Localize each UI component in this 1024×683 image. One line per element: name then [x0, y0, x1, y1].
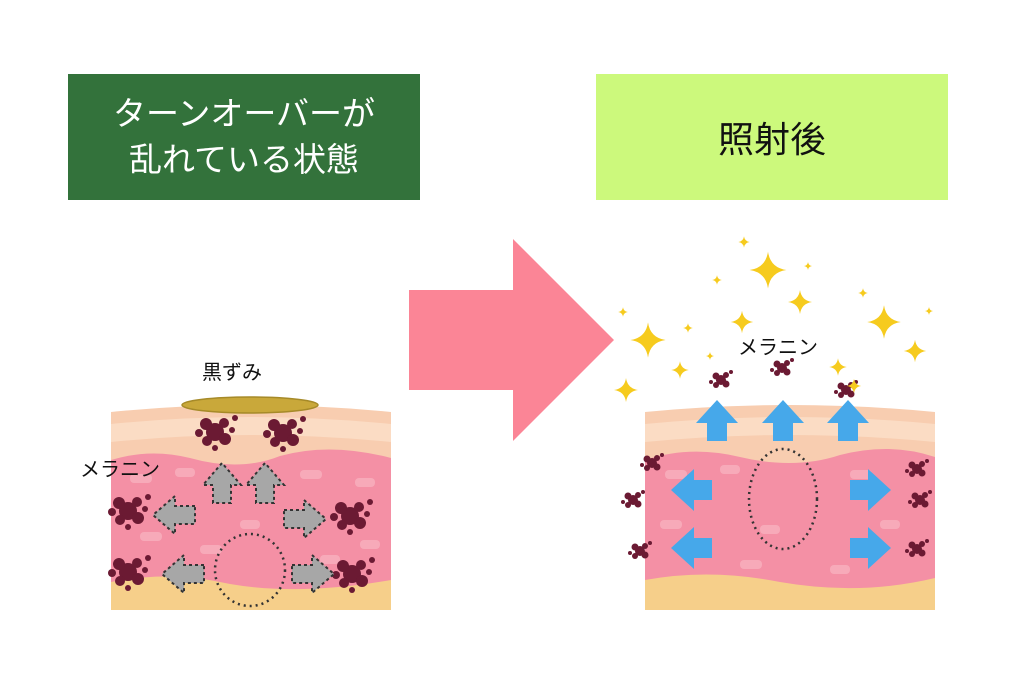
left-cell-outline	[213, 532, 287, 608]
melanin-label-left: メラニン	[80, 457, 160, 481]
left-title-line2: 乱れている状態	[128, 140, 359, 179]
sparkle-icon	[671, 361, 689, 379]
sparkle-icon	[858, 288, 868, 298]
sparkle-icon	[618, 307, 628, 317]
melanin-blob	[621, 490, 645, 508]
kusumi-label: 黒ずみ	[202, 360, 262, 384]
right-title-text: 照射後	[717, 120, 826, 161]
sparkle-icon	[749, 251, 787, 289]
transition-arrow	[409, 239, 614, 441]
sparkle-icon	[683, 323, 693, 333]
sparkle-icon	[788, 290, 812, 314]
sparkle-icon	[804, 262, 812, 270]
sparkle-icon	[630, 322, 666, 358]
sparkle-icon	[712, 275, 722, 285]
sparkle-icon	[925, 307, 933, 315]
right-cell-outline	[747, 447, 819, 551]
sparkle-icon	[706, 352, 714, 360]
melanin-blob	[709, 370, 733, 388]
sparkle-icon	[867, 305, 901, 339]
kusumi-patch	[181, 396, 319, 414]
sparkle-icon	[829, 358, 847, 376]
sparkle-icon	[730, 310, 754, 334]
melanin-blob	[770, 358, 794, 376]
melanin-label-right: メラニン	[738, 335, 818, 359]
left-title-line1: ターンオーバーが	[112, 94, 376, 133]
sparkle-icon	[614, 378, 638, 402]
left-panel-title: ターンオーバーが 乱れている状態	[68, 74, 420, 200]
sparkle-icon	[738, 236, 750, 248]
sparkle-icon	[903, 339, 927, 363]
right-panel-title: 照射後	[596, 74, 948, 200]
